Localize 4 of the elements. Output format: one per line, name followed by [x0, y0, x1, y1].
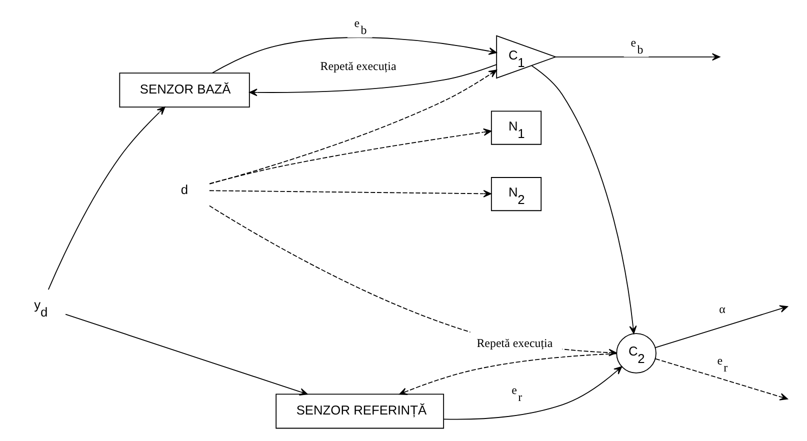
node-text: d: [180, 182, 188, 197]
edge-label: Repetă execuția: [320, 59, 396, 74]
edge-label: α: [719, 302, 726, 316]
edge-label: Repetă execuția: [476, 336, 553, 350]
